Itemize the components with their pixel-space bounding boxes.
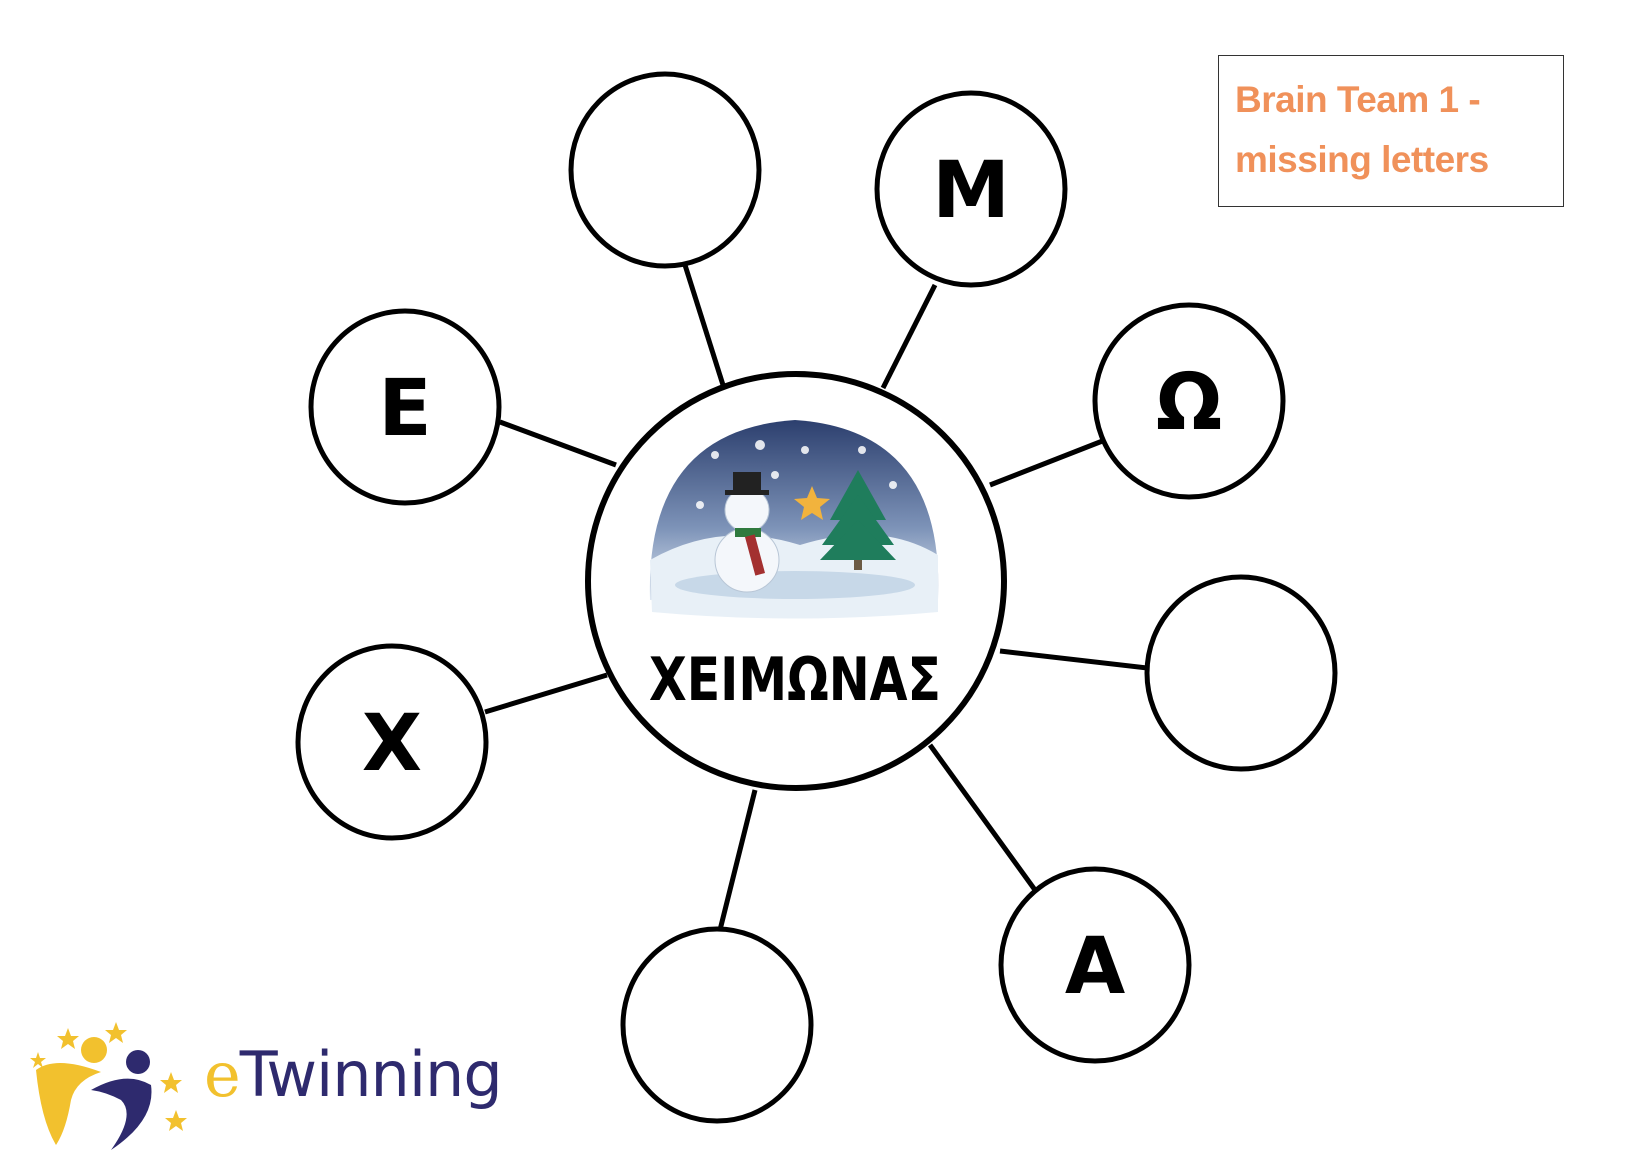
bubble-letter: Α [1065,922,1125,1012]
center-word: ΧΕΙΜΩΝΑΣ [649,645,941,715]
connector-lines [484,264,1148,931]
snowflakes [677,440,897,509]
title-line-2: missing letters [1235,139,1489,180]
bubble-right[interactable] [1144,574,1338,772]
bubble-left-upper[interactable]: Ε [308,308,502,506]
star-icon [794,486,830,520]
bubble-bottom[interactable] [620,926,814,1124]
etwinning-figures-icon [30,1022,187,1150]
connector-line [880,283,938,390]
etwinning-logo: eTwinning [16,1010,503,1150]
tree-icon [820,470,896,570]
connector-line [499,419,617,468]
bubble-letter: Ω [1156,358,1222,448]
logo-prefix: e [204,1038,241,1111]
etwinning-wordmark: eTwinning [204,1038,503,1111]
bubble-letter: Ε [378,364,431,454]
title-box: Brain Team 1 - missing letters [1218,55,1564,207]
logo-name: Twinning [239,1038,503,1111]
bubble-left-lower[interactable]: Χ [295,643,489,841]
bubble-right-upper[interactable]: Ω [1092,302,1286,500]
connector-line [484,672,608,715]
bubble-letter: Μ [932,146,1010,236]
bubble-top-left[interactable] [568,71,762,269]
bubble-top-right[interactable]: Μ [874,90,1068,288]
title-line-1: Brain Team 1 - [1235,79,1481,120]
bubble-letter: Χ [362,699,422,789]
snowman-icon [714,472,780,593]
connector-line [682,264,726,386]
bubble-bottom-right[interactable]: Α [998,866,1192,1064]
connector-line [717,789,758,931]
connector-line [989,437,1106,488]
connector-line [927,743,1038,892]
connector-line [999,648,1148,671]
snow-globe-illustration [649,420,939,619]
